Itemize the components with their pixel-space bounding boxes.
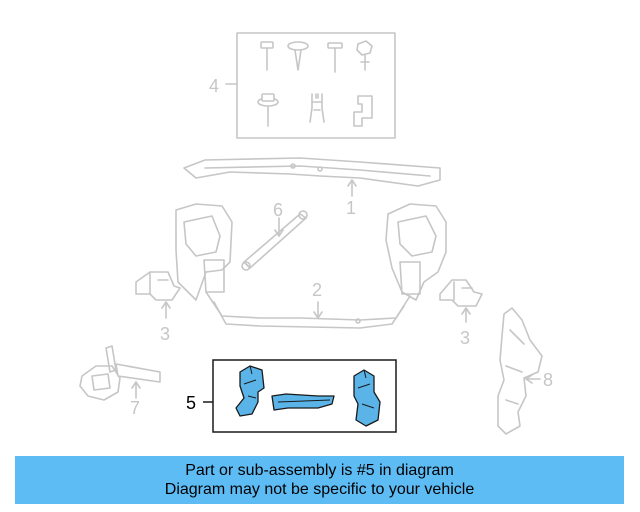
flange-bolt-icon — [257, 93, 279, 127]
callout-6: 6 — [273, 200, 283, 220]
screw-icon — [287, 41, 309, 71]
bolt-icon — [260, 41, 274, 71]
callout-7: 7 — [130, 398, 140, 418]
clip-icon — [309, 93, 325, 123]
callout-5: 5 — [186, 393, 196, 413]
banner-line-2: Diagram may not be specific to your vehi… — [164, 481, 475, 498]
part-8-side-panel: 8 — [497, 307, 553, 435]
banner-line-1: Part or sub-assembly is #5 in diagram — [185, 462, 454, 479]
info-banner: Part or sub-assembly is #5 in diagram Di… — [15, 456, 624, 504]
callout-1: 1 — [346, 198, 356, 218]
left-mount-bracket — [235, 365, 265, 417]
callout-2: 2 — [312, 280, 322, 300]
right-mount-bracket — [353, 369, 381, 427]
hex-bolt-icon — [356, 40, 373, 71]
part-6-support-rod: 6 — [241, 200, 308, 271]
part-7-latch-bracket: 7 — [79, 345, 161, 418]
part-3-left-bracket: 3 — [135, 271, 181, 344]
part-3-right-bracket: 3 — [439, 279, 483, 348]
callout-3-right: 3 — [460, 328, 470, 348]
part-1-upper-tie-bar: 1 — [183, 157, 441, 218]
callout-3-left: 3 — [160, 324, 170, 344]
part-4-hardware-box: 4 — [209, 32, 396, 139]
part-5-highlighted-assembly: 5 — [186, 359, 397, 433]
callout-4: 4 — [209, 76, 219, 96]
bolt-icon — [327, 42, 343, 73]
callout-8: 8 — [543, 370, 553, 390]
part-2-radiator-support: 2 — [175, 203, 447, 329]
bracket-clip-icon — [353, 95, 373, 127]
center-cross-bar — [271, 393, 335, 411]
